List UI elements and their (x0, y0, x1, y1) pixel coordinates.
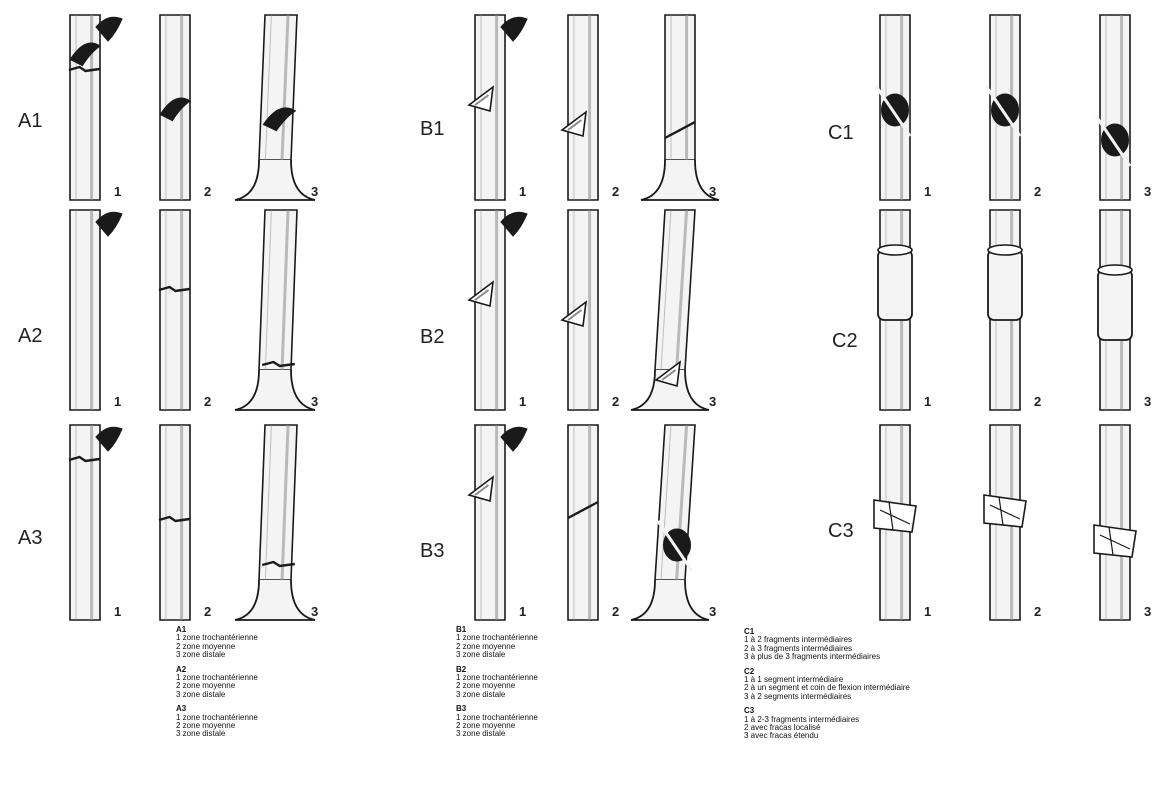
bone-a1-3: 3 (235, 15, 318, 200)
legend-item: 3 zone distale (176, 691, 386, 699)
bone-a1-1: 1 (70, 15, 122, 200)
panel-number: 2 (1034, 604, 1041, 619)
panel-number: 3 (311, 184, 318, 199)
legend-item: 3 zone distale (456, 730, 666, 738)
bone-a2-3: 3 (235, 210, 318, 410)
panel-number: 2 (204, 184, 211, 199)
bone-b3-2: 2 (568, 425, 619, 620)
bone-b2-1: 1 (469, 210, 527, 410)
panel-number: 1 (114, 604, 121, 619)
bone-c3-2: 2 (984, 425, 1041, 620)
bone-c2-3: 3 (1098, 210, 1151, 410)
panel-number: 2 (204, 394, 211, 409)
bone-c1-1: 1 (876, 15, 931, 200)
panel-number: 1 (924, 394, 931, 409)
bone-b2-2: 2 (562, 210, 619, 410)
bone-b1-3: 3 (641, 15, 719, 200)
panel-number: 3 (1144, 604, 1151, 619)
bone-a2-2: 2 (159, 210, 211, 410)
legend-item: 3 à 2 segments intermédiaires (744, 693, 1044, 701)
legend-item: 3 zone distale (456, 691, 666, 699)
bone-b1-2: 2 (562, 15, 619, 200)
panel-number: 2 (1034, 184, 1041, 199)
panel-number: 1 (519, 184, 526, 199)
bone-c3-1: 1 (874, 425, 931, 620)
panel-number: 3 (709, 184, 716, 199)
panel-number: 1 (519, 604, 526, 619)
panel-number: 3 (1144, 394, 1151, 409)
legend-item: 3 avec fracas étendu (744, 732, 1044, 740)
panel-number: 2 (1034, 394, 1041, 409)
legend-item: 3 zone distale (176, 730, 386, 738)
panel-number: 1 (924, 604, 931, 619)
panel-number: 1 (519, 394, 526, 409)
bone-b2-3: 3 (631, 210, 716, 410)
panel-number: 3 (709, 394, 716, 409)
legend-item: 3 à plus de 3 fragments intermédiaires (744, 653, 1044, 661)
bone-b3-1: 1 (469, 425, 527, 620)
panel-number: 1 (114, 184, 121, 199)
bone-b3-3: 3 (631, 425, 716, 620)
panel-number: 3 (311, 604, 318, 619)
panel-number: 2 (612, 184, 619, 199)
panel-number: 1 (924, 184, 931, 199)
panel-number: 1 (114, 394, 121, 409)
bone-c1-3: 3 (1096, 15, 1151, 200)
bone-a3-2: 2 (159, 425, 211, 620)
panel-number: 3 (311, 394, 318, 409)
bone-c3-3: 3 (1094, 425, 1151, 620)
panel-number: 3 (1144, 184, 1151, 199)
legend-item: 3 zone distale (176, 651, 386, 659)
legend-item: 3 zone distale (456, 651, 666, 659)
panel-number: 2 (612, 604, 619, 619)
panel-number: 2 (204, 604, 211, 619)
panel-number: 2 (612, 394, 619, 409)
bone-c1-2: 2 (986, 15, 1041, 200)
bone-a1-2: 2 (160, 15, 211, 200)
bone-a3-3: 3 (235, 425, 318, 620)
bone-c2-1: 1 (878, 210, 931, 410)
bone-a3-1: 1 (69, 425, 122, 620)
bone-b1-1: 1 (469, 15, 527, 200)
panel-number: 3 (709, 604, 716, 619)
bone-c2-2: 2 (988, 210, 1041, 410)
